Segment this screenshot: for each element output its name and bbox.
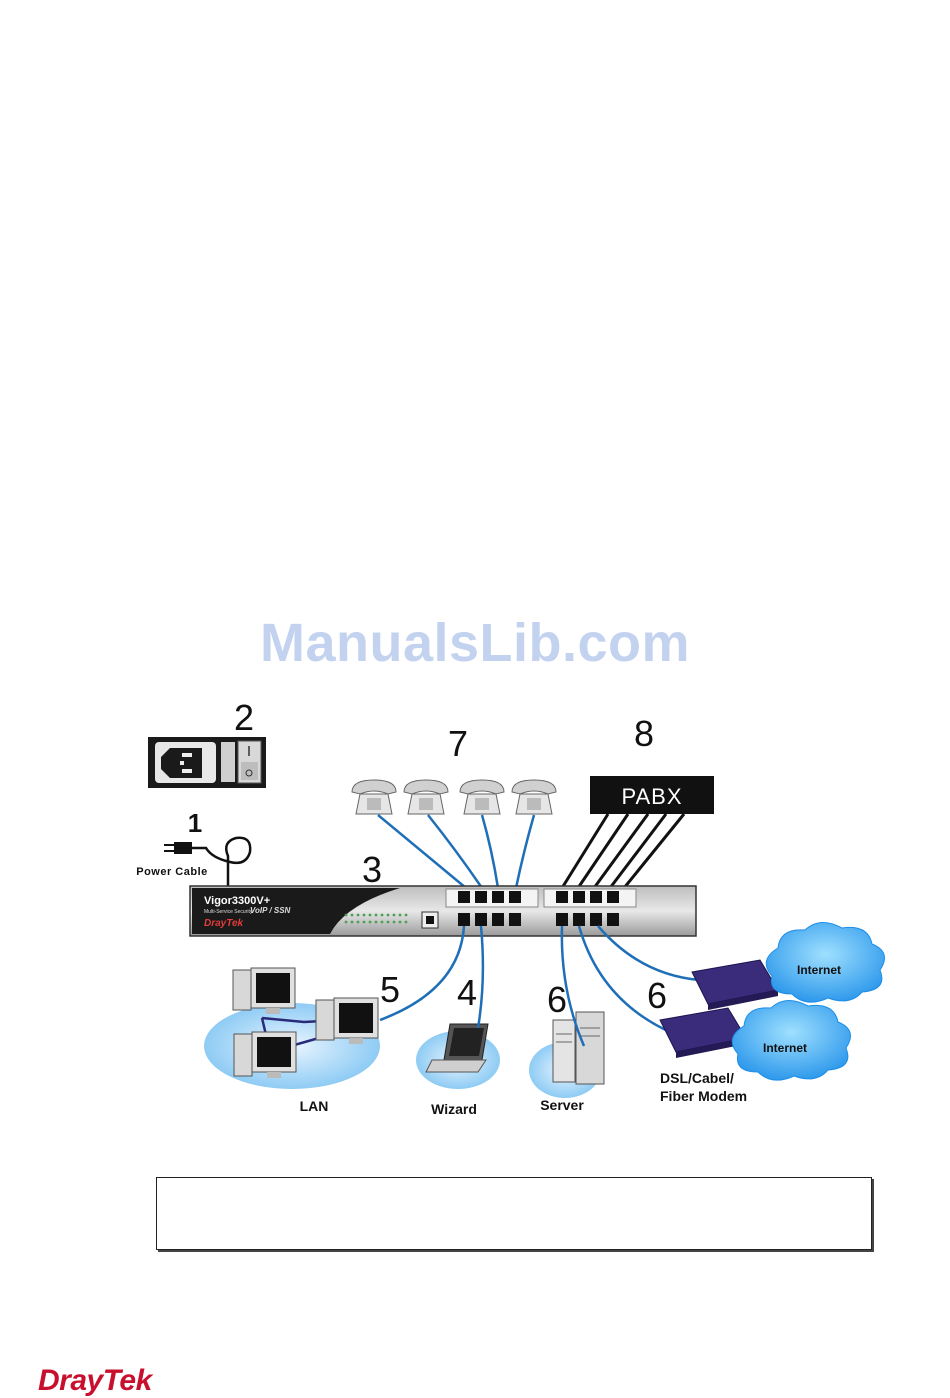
internet-label: Internet [763,1041,807,1055]
callout-1: 1 [188,808,202,838]
wizard-label: Wizard [431,1101,477,1117]
power-cable [164,838,250,888]
modem-icon [660,1008,746,1058]
internet-cloud: Internet [732,1000,850,1080]
internet-cloud: Internet [766,922,884,1002]
server-icon [529,1012,604,1098]
callout-6-server: 6 [547,979,567,1020]
router-device: Vigor3300V+ Multi-Service Security VoIP … [190,886,696,936]
router-subtitle: VoIP / SSN [250,906,291,915]
pabx-cables [562,814,684,888]
telephones [352,780,556,814]
lan-network [204,968,380,1089]
computer-icon [316,998,378,1044]
router-brand: DrayTek [204,918,244,929]
callout-8: 8 [634,713,654,754]
phone-icon [512,780,556,814]
computer-icon [234,1032,296,1078]
power-cable-label: Power Cable [136,866,208,878]
phone-icon [404,780,448,814]
note-box [156,1177,872,1250]
modem-label-line1: DSL/Cabel/ [660,1070,734,1086]
footer-brand-logo: DrayTek [38,1364,152,1398]
power-socket [148,737,266,788]
callout-2: 2 [234,697,254,738]
callout-7: 7 [448,723,468,764]
callout-4: 4 [457,972,477,1013]
phone-icon [460,780,504,814]
server-label: Server [540,1097,584,1113]
phone-icon [352,780,396,814]
callout-6-modem: 6 [647,975,667,1016]
modem-icon [692,960,778,1010]
computer-icon [233,968,295,1014]
pabx-label: PABX [621,784,682,809]
callout-5: 5 [380,969,400,1010]
modem-label-line2: Fiber Modem [660,1088,747,1104]
phone-cables [378,815,534,888]
pabx-box: PABX [590,776,714,814]
internet-label: Internet [797,963,841,977]
router-small-text: Multi-Service Security [204,909,253,915]
lan-label: LAN [300,1098,329,1114]
wizard-laptop [416,1024,500,1089]
callout-3: 3 [362,849,382,890]
